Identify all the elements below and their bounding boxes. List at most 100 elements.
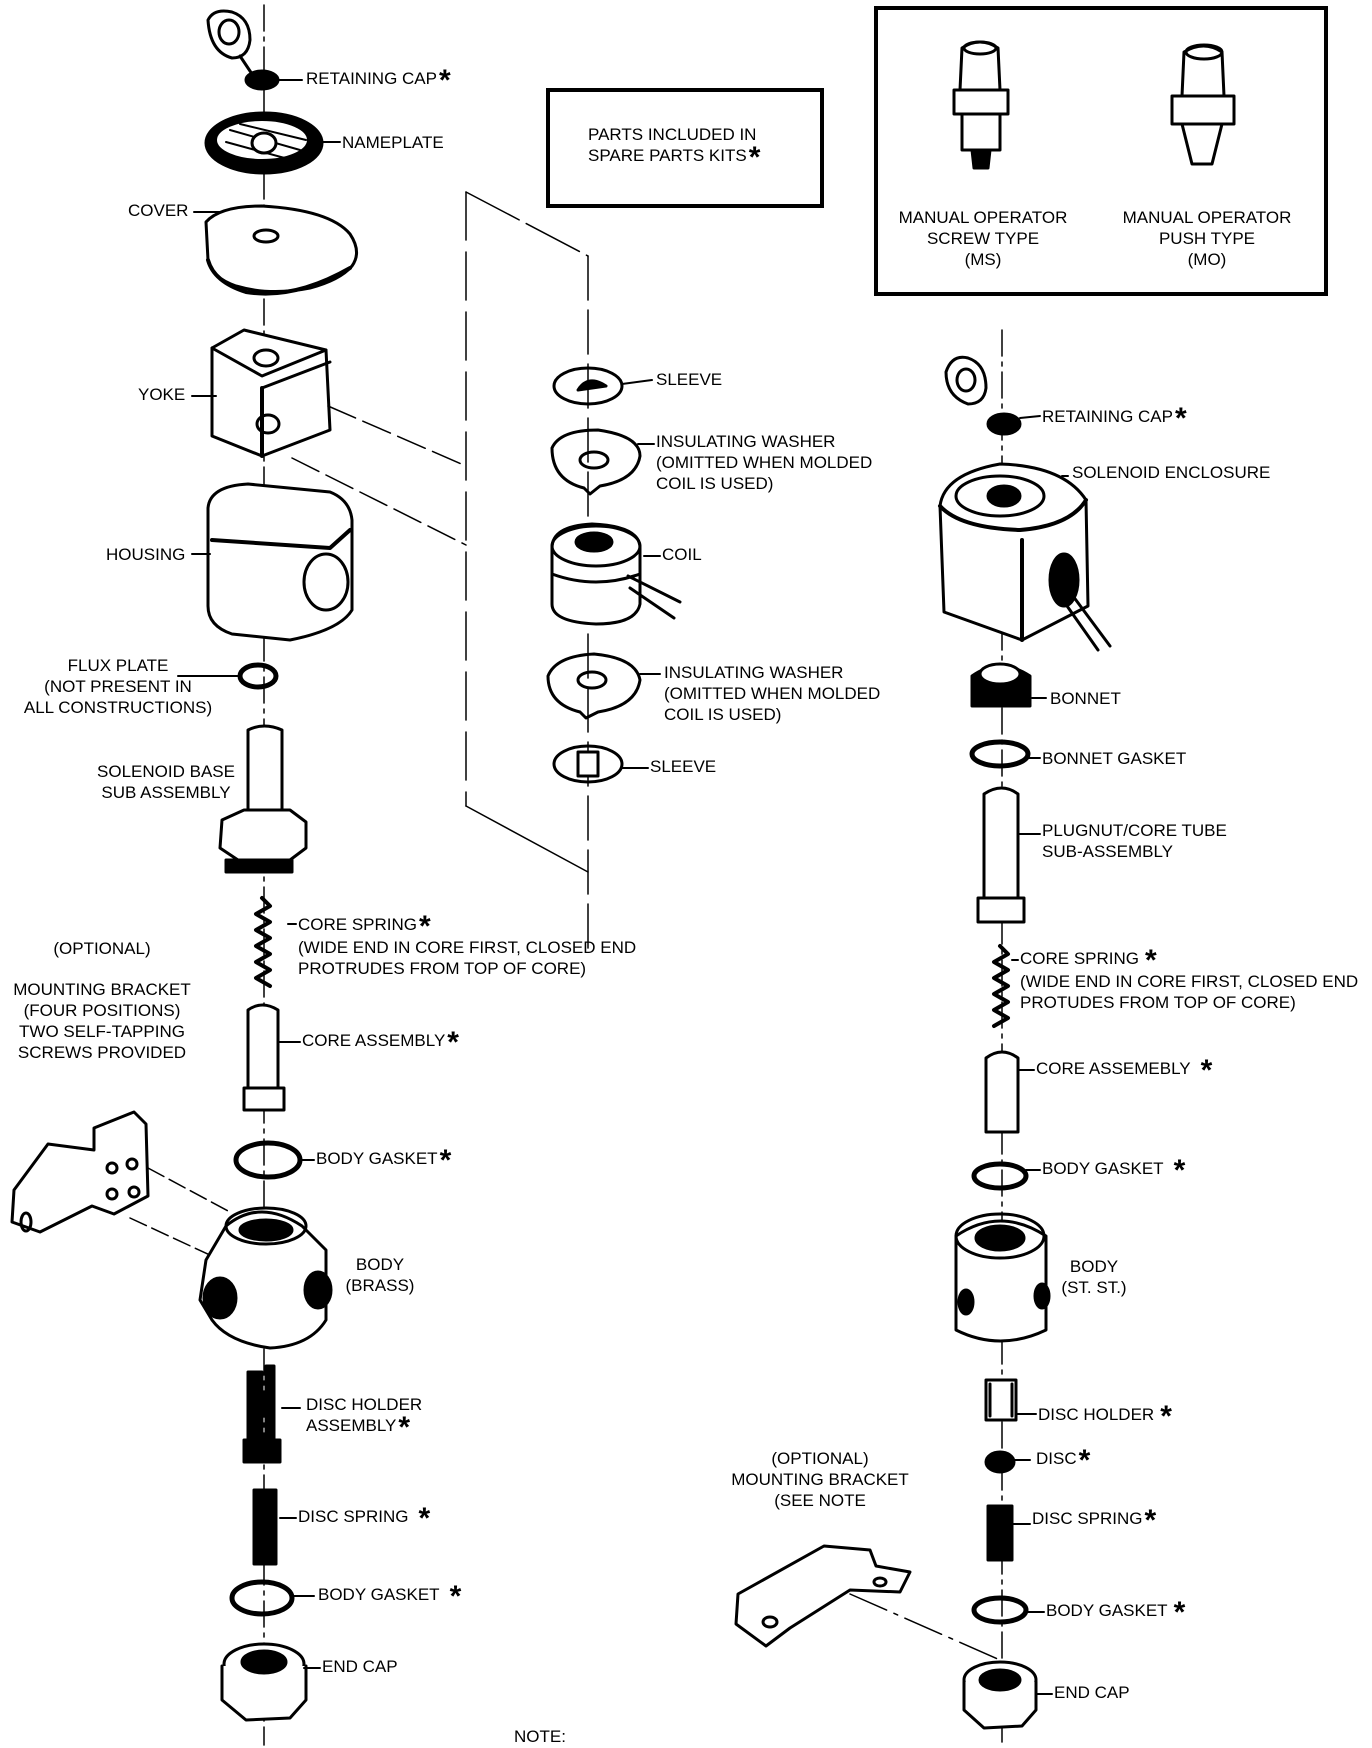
right-core-assembly-label: CORE ASSEMEBLY* — [1036, 1056, 1212, 1086]
insulating-washer-bottom-shape — [546, 652, 642, 720]
core-spring-line3: PROTRUDES FROM TOP OF CORE) — [298, 959, 587, 978]
left-core-assembly-shape — [242, 1003, 286, 1112]
right-body-gasket-top-shape — [971, 1161, 1029, 1191]
body-line2: (BRASS) — [345, 1276, 415, 1295]
washer-bottom-line3: COIL IS USED) — [664, 705, 782, 724]
right-retaining-cap-text: RETAINING CAP — [1042, 407, 1173, 426]
left-body-shape — [198, 1206, 333, 1350]
left-core-spring-shape — [254, 896, 272, 988]
star-icon: * — [419, 910, 431, 943]
right-body-label: BODY (ST. ST.) — [1054, 1256, 1134, 1298]
right-optional-bracket-label: (OPTIONAL) MOUNTING BRACKET (SEE NOTE — [720, 1448, 920, 1511]
left-body-gasket-top-label: BODY GASKET* — [316, 1146, 451, 1176]
left-body-gasket-bottom-label: BODY GASKET * — [318, 1582, 461, 1612]
right-body-gasket-bottom-label: BODY GASKET* — [1046, 1598, 1185, 1628]
manual-operator-box — [874, 6, 1328, 296]
disc-spring-text: DISC SPRING — [298, 1507, 409, 1526]
left-retaining-cap-text: RETAINING CAP — [306, 69, 437, 88]
right-disc-holder-shape — [984, 1378, 1018, 1422]
star-icon: * — [1078, 1444, 1091, 1477]
flux-line2: (NOT PRESENT IN — [44, 677, 192, 696]
left-disc-spring-label: DISC SPRING * — [298, 1504, 430, 1534]
right-solenoid-enclosure-shape — [938, 462, 1112, 652]
r-body-gasket-top-text: BODY GASKET — [1042, 1159, 1164, 1178]
star-icon: * — [398, 1411, 411, 1444]
right-disc-spring-shape — [986, 1504, 1014, 1562]
left-retaining-cap-label: RETAINING CAP* — [306, 66, 451, 96]
core-spring-line1: CORE SPRING — [298, 915, 418, 934]
washer-top-line3: COIL IS USED) — [656, 474, 774, 493]
flux-line1: FLUX PLATE — [67, 656, 169, 675]
plugnut-line1: PLUGNUT/CORE TUBE — [1042, 821, 1227, 840]
left-body-gasket-bottom-shape — [229, 1579, 295, 1617]
right-body-gasket-top-label: BODY GASKET * — [1042, 1156, 1185, 1186]
sleeve-top-hole — [576, 379, 608, 392]
left-end-cap-label: END CAP — [322, 1657, 398, 1676]
mo-screw-line1: MANUAL OPERATOR — [898, 208, 1068, 227]
right-bonnet-gasket-shape — [969, 739, 1031, 769]
disc-holder-line1: DISC HOLDER — [306, 1395, 423, 1414]
mo-screw-line3: (MS) — [964, 250, 1002, 269]
spare-parts-legend-box — [546, 88, 824, 208]
star-icon: * — [447, 1026, 459, 1059]
right-disc-spring-label: DISC SPRING* — [1032, 1506, 1156, 1536]
left-end-cap-shape — [220, 1642, 308, 1722]
right-core-spring-shape — [992, 944, 1010, 1028]
washer-top-line2: (OMITTED WHEN MOLDED — [656, 453, 873, 472]
coil-label: COIL — [662, 545, 702, 564]
star-icon: * — [438, 64, 451, 97]
right-retaining-cap-label: RETAINING CAP* — [1042, 404, 1187, 434]
right-plugnut-label: PLUGNUT/CORE TUBE SUB-ASSEMBLY — [1042, 820, 1227, 862]
star-icon: * — [439, 1144, 452, 1177]
right-bonnet-shape — [970, 662, 1032, 708]
mo-screw-line2: SCREW TYPE — [926, 229, 1040, 248]
sleeve-top-label: SLEEVE — [656, 370, 723, 389]
right-core-assembly-shape — [984, 1050, 1020, 1134]
washer-bottom-line2: (OMITTED WHEN MOLDED — [664, 684, 881, 703]
r-bracket-line2: MOUNTING BRACKET — [731, 1470, 909, 1489]
sleeve-top-shape — [552, 366, 624, 406]
star-icon: * — [449, 1580, 462, 1613]
right-disc-shape — [984, 1450, 1016, 1474]
sleeve-bottom-label: SLEEVE — [650, 757, 717, 776]
right-retaining-cap-shape — [944, 355, 1022, 436]
r-core-spring-line3: PROTUDES FROM TOP OF CORE) — [1020, 993, 1296, 1012]
legend-line-2: SPARE PARTS KITS — [588, 146, 747, 165]
bracket-line5: SCREWS PROVIDED — [17, 1043, 187, 1062]
spare-parts-legend-text: PARTS INCLUDED IN SPARE PARTS KITS* — [588, 124, 760, 173]
left-cover-label: COVER — [128, 201, 189, 220]
r-core-assembly-text: CORE ASSEMEBLY — [1036, 1059, 1191, 1078]
mo-push-line1: MANUAL OPERATOR — [1122, 208, 1292, 227]
body-gasket-bottom-text: BODY GASKET — [318, 1585, 440, 1604]
left-yoke-shape — [210, 328, 332, 458]
manual-operator-push-label: MANUAL OPERATOR PUSH TYPE (MO) — [1112, 207, 1302, 270]
left-nameplate-label: NAMEPLATE — [342, 133, 444, 152]
left-disc-spring-shape — [252, 1488, 278, 1566]
star-icon: * — [1173, 1154, 1186, 1187]
note-label: NOTE: — [514, 1727, 566, 1746]
star-icon: * — [1144, 1504, 1157, 1537]
right-end-cap-shape — [962, 1660, 1038, 1730]
disc-holder-line2: ASSEMBLY — [306, 1416, 397, 1435]
r-body-line1: BODY — [1069, 1257, 1119, 1276]
r-disc-spring-text: DISC SPRING — [1032, 1509, 1143, 1528]
plugnut-line2: SUB-ASSEMBLY — [1042, 842, 1174, 861]
legend-line-1: PARTS INCLUDED IN — [588, 125, 757, 144]
left-disc-holder-label: DISC HOLDER ASSEMBLY* — [306, 1394, 423, 1443]
star-icon: * — [418, 1502, 431, 1535]
left-cover-shape — [204, 204, 358, 296]
left-core-assembly-label: CORE ASSEMBLY* — [302, 1028, 459, 1058]
right-bonnet-gasket-label: BONNET GASKET — [1042, 749, 1187, 768]
manual-operator-push-shape — [1170, 43, 1236, 166]
left-mounting-bracket-shape — [10, 1110, 231, 1257]
right-end-cap-label: END CAP — [1054, 1683, 1130, 1702]
left-disc-holder-shape — [242, 1364, 282, 1464]
right-bonnet-label: BONNET — [1050, 689, 1121, 708]
body-gasket-top-text: BODY GASKET — [316, 1149, 438, 1168]
r-disc-holder-text: DISC HOLDER — [1038, 1405, 1155, 1424]
r-core-spring-line1: CORE SPRING — [1020, 949, 1140, 968]
right-body-gasket-bottom-shape — [971, 1595, 1029, 1625]
left-optional-bracket-label: (OPTIONAL) MOUNTING BRACKET (FOUR POSITI… — [4, 938, 200, 1063]
